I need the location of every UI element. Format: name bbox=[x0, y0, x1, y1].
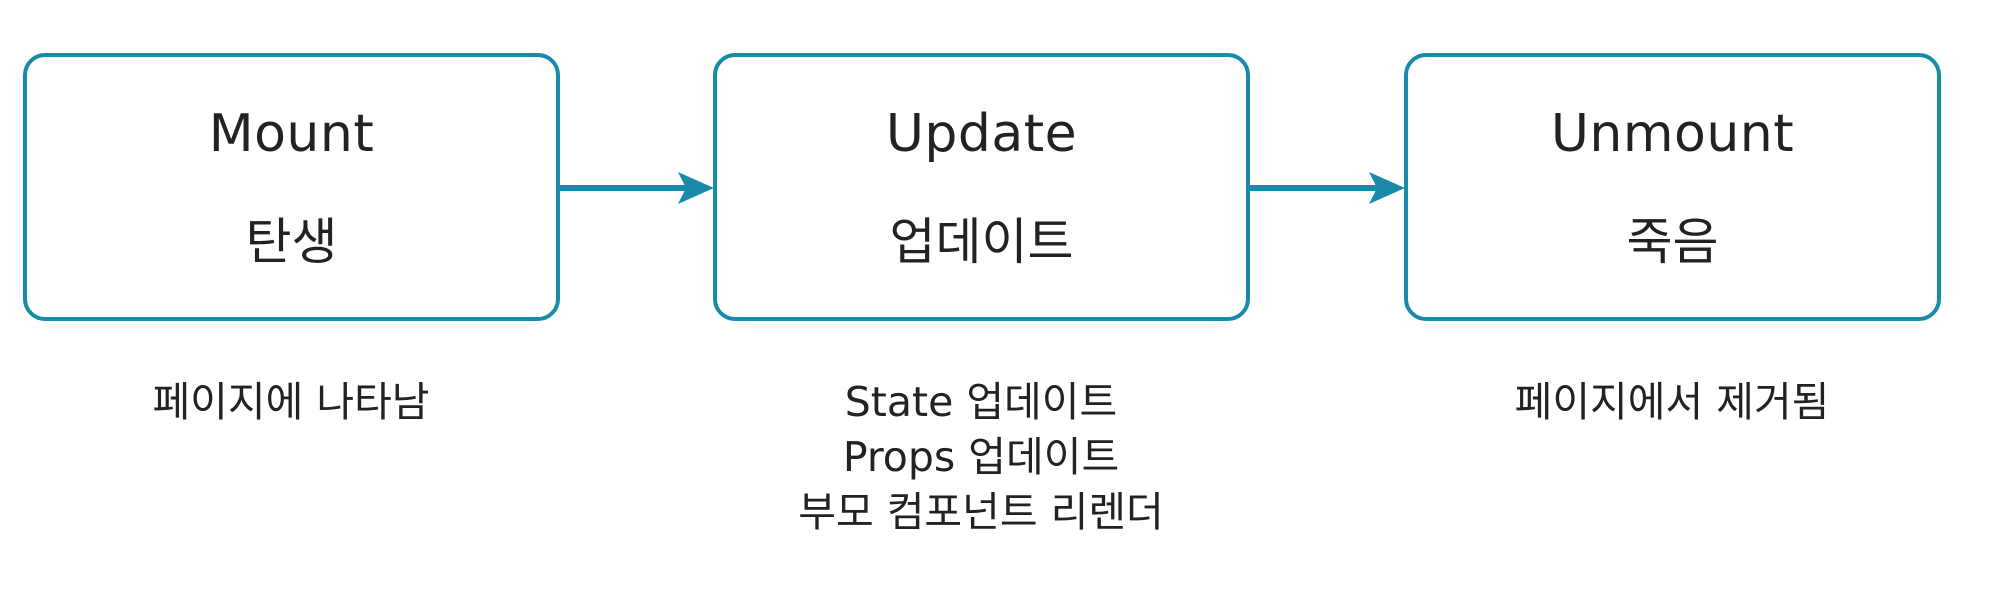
mount-to-update-arrow bbox=[560, 172, 714, 204]
mount-stage-title: Mount bbox=[208, 104, 375, 164]
update-description: State 업데이트 Props 업데이트 부모 컴포넌트 리렌더 bbox=[701, 375, 1261, 540]
unmount-stage-korean-label: 죽음 bbox=[1626, 213, 1719, 271]
update-description-line: 부모 컴포넌트 리렌더 bbox=[798, 488, 1164, 536]
mount-description: 페이지에 나타남 bbox=[11, 375, 571, 430]
update-description-line: Props 업데이트 bbox=[842, 433, 1120, 481]
update-stage-box: Update 업데이트 bbox=[713, 53, 1250, 321]
unmount-stage-title: Unmount bbox=[1550, 104, 1795, 164]
update-to-unmount-arrow bbox=[1250, 172, 1405, 204]
unmount-stage-box: Unmount 죽음 bbox=[1404, 53, 1941, 321]
unmount-description: 페이지에서 제거됨 bbox=[1392, 375, 1952, 430]
update-stage-korean-label: 업데이트 bbox=[889, 213, 1074, 271]
unmount-description-line: 페이지에서 제거됨 bbox=[1514, 378, 1830, 426]
mount-stage-box: Mount 탄생 bbox=[23, 53, 560, 321]
mount-description-line: 페이지에 나타남 bbox=[152, 378, 430, 426]
update-description-line: State 업데이트 bbox=[844, 378, 1118, 426]
mount-stage-korean-label: 탄생 bbox=[245, 213, 338, 271]
update-stage-title: Update bbox=[885, 104, 1078, 164]
